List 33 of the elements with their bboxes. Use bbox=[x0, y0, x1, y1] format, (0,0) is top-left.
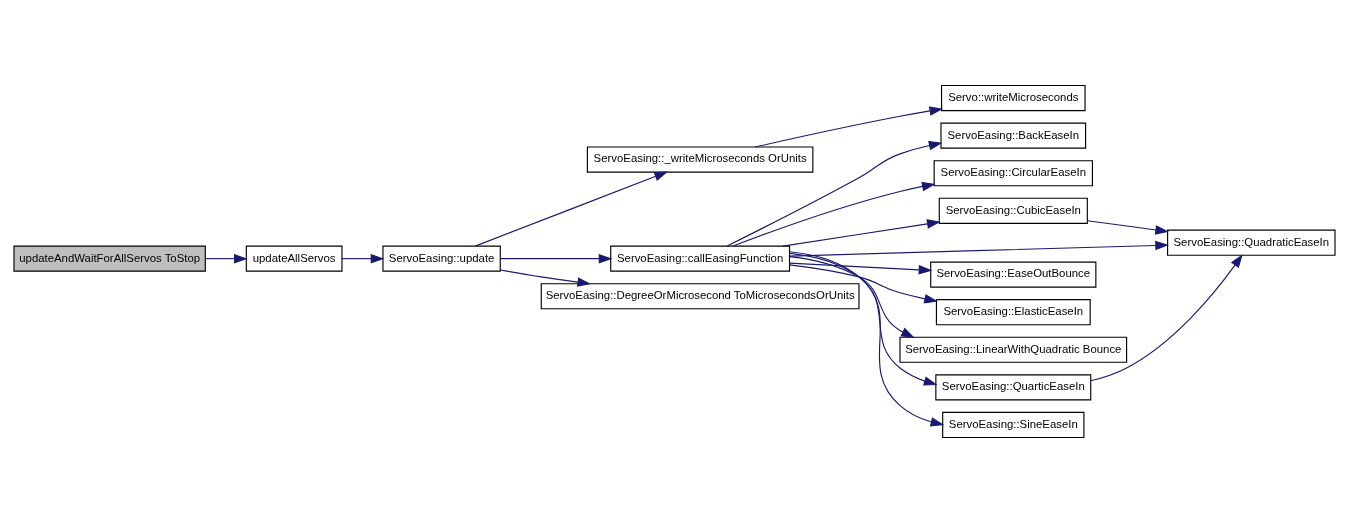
arrow bbox=[726, 140, 943, 247]
node-box: ServoEasing::EaseOutBounce bbox=[930, 261, 1097, 288]
arrow bbox=[782, 219, 941, 247]
node-box: updateAndWaitForAllServos ToStop bbox=[13, 245, 206, 272]
arrow bbox=[1086, 220, 1169, 235]
arrow bbox=[341, 253, 385, 264]
node-box: ServoEasing::QuarticEaseIn bbox=[935, 374, 1092, 401]
arrow bbox=[500, 253, 613, 264]
arrow bbox=[789, 264, 938, 304]
node-box: ServoEasing::SineEaseIn bbox=[942, 411, 1085, 438]
arrow bbox=[205, 253, 248, 264]
arrow bbox=[732, 181, 936, 247]
node-box: ServoEasing::ElasticEaseIn bbox=[935, 299, 1091, 326]
node-box: ServoEasing::QuadraticEaseIn bbox=[1167, 229, 1336, 256]
node-box: ServoEasing::_writeMicroseconds OrUnits bbox=[586, 146, 814, 173]
arrow bbox=[474, 171, 668, 247]
node-box: updateAllServos bbox=[245, 245, 343, 272]
node-box: ServoEasing::callEasingFunction bbox=[610, 245, 791, 272]
arrow bbox=[499, 269, 592, 287]
arrow bbox=[789, 240, 1169, 257]
arrow bbox=[788, 262, 933, 275]
node-box: ServoEasing::BackEaseIn bbox=[940, 122, 1087, 149]
node-box: ServoEasing::LinearWithQuadratic Bounce bbox=[899, 336, 1128, 363]
arrow bbox=[789, 252, 938, 386]
arrow bbox=[754, 106, 944, 148]
arrow bbox=[1090, 254, 1243, 382]
node-box: ServoEasing::CubicEaseIn bbox=[938, 197, 1088, 224]
arrow bbox=[789, 256, 915, 338]
node-box: ServoEasing::update bbox=[382, 245, 501, 272]
node-box: ServoEasing::DegreeOrMicrosecond ToMicrosecondsOrUnits bbox=[540, 283, 860, 310]
node-box: ServoEasing::CircularEaseIn bbox=[933, 160, 1093, 187]
arrow bbox=[789, 251, 945, 427]
node-box: Servo::writeMicroseconds bbox=[940, 85, 1086, 112]
